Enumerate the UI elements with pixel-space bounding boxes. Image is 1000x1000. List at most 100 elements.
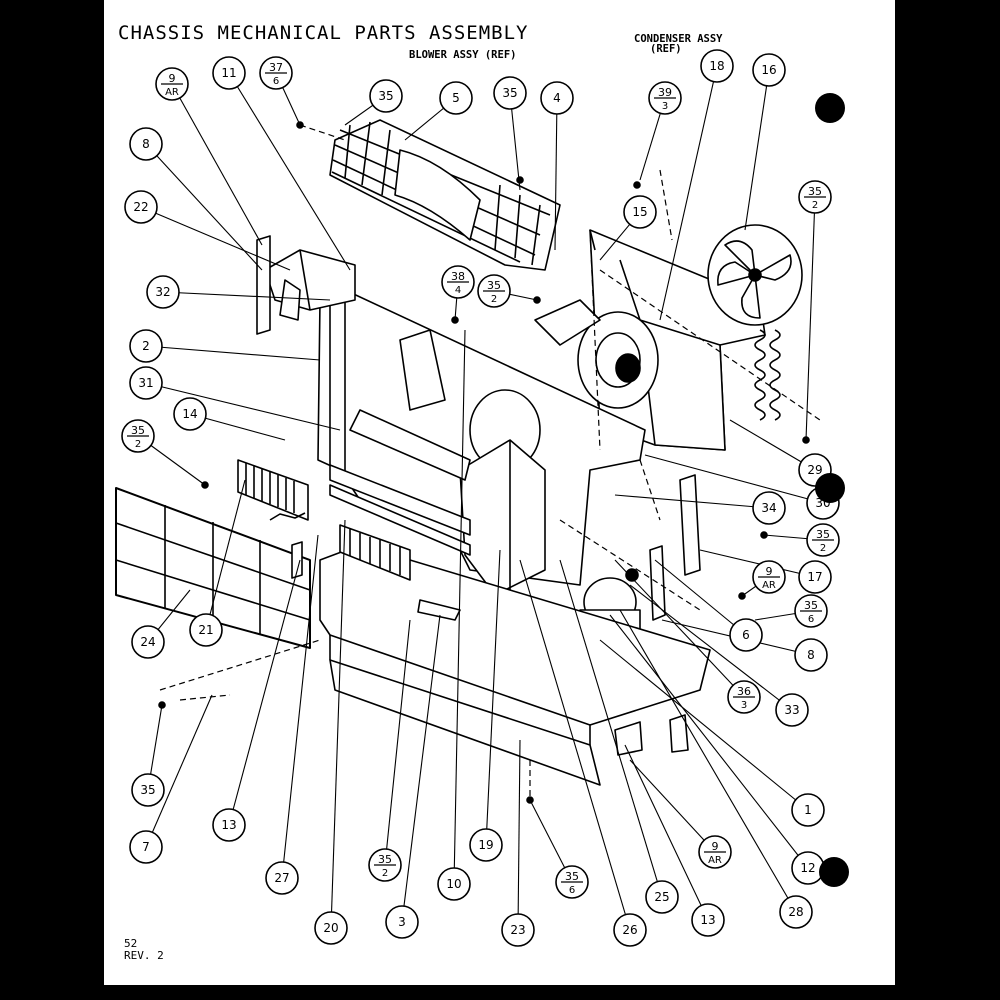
callout-number: 19: [478, 838, 493, 852]
callout-number: 6: [808, 614, 814, 625]
part-callout: 352: [477, 274, 511, 308]
leader-line: [140, 206, 291, 271]
part-callout: 24: [131, 625, 165, 659]
callout-number: 25: [654, 890, 669, 904]
callout-number: 8: [807, 648, 815, 662]
revision-label: REV. 2: [124, 949, 164, 962]
callout-circle: [437, 867, 471, 901]
part-callout: 8: [794, 638, 828, 672]
scan-border-right: [895, 0, 1000, 1000]
condenser-assembly-reference-suffix: (REF): [650, 43, 682, 55]
callout-circle: [173, 397, 207, 431]
scan-border-left: [0, 0, 104, 1000]
callout-circle: [691, 903, 725, 937]
side-bracket-left: [256, 235, 271, 335]
part-callout: 363: [727, 680, 761, 714]
part-callout: 9AR: [752, 560, 786, 594]
part-callout: 2: [129, 329, 163, 363]
leader-line: [401, 614, 441, 923]
callout-number: 3: [741, 700, 747, 711]
callout-number: AR: [708, 855, 722, 866]
callout-number: 29: [807, 463, 822, 477]
part-callout: 352: [798, 180, 832, 214]
part-callout: 31: [129, 366, 163, 400]
part-callout: 19: [469, 828, 503, 862]
part-callout: 23: [501, 913, 535, 947]
callout-number: 1: [804, 803, 812, 817]
leader-line: [614, 494, 770, 509]
leader-line: [228, 72, 351, 271]
callout-number: 14: [182, 407, 197, 421]
side-bracket-right: [649, 474, 701, 621]
leader-line: [145, 694, 213, 848]
callout-circle: [385, 905, 419, 939]
leader-line: [744, 69, 770, 231]
part-callout: 10: [437, 867, 471, 901]
condenser-fan: [707, 224, 803, 326]
callout-number: 35: [131, 424, 145, 437]
leader-line: [384, 619, 411, 866]
callout-circle: [212, 56, 246, 90]
part-callout: 9AR: [698, 835, 732, 869]
binder-hole-middle: [815, 473, 845, 503]
callout-number: 2: [135, 439, 141, 450]
callout-circle: [729, 618, 763, 652]
rear-bracket: [614, 714, 689, 756]
wiring-clip: [269, 512, 306, 579]
part-callout: 9AR: [155, 67, 189, 101]
callout-number: 2: [142, 339, 150, 353]
part-callout: 5: [439, 81, 473, 115]
callout-number: 26: [622, 923, 637, 937]
callout-number: 39: [658, 86, 672, 99]
leader-line: [609, 614, 809, 869]
callout-circle: [791, 793, 825, 827]
callout-number: 35: [565, 870, 579, 883]
callout-circle: [700, 49, 734, 83]
leader-line: [205, 479, 246, 631]
callout-circle: [501, 913, 535, 947]
callout-number: 35: [378, 853, 392, 866]
leader-line: [554, 97, 558, 251]
callout-number: AR: [762, 580, 776, 591]
callout-circle: [129, 830, 163, 864]
callout-number: 34: [761, 501, 776, 515]
leader-line: [629, 759, 716, 853]
part-callout: 352: [121, 419, 155, 453]
callout-circle: [129, 329, 163, 363]
part-callout: 18: [700, 49, 734, 83]
callout-number: 20: [323, 921, 338, 935]
part-callout: 35: [131, 773, 165, 807]
callout-number: AR: [165, 87, 179, 98]
callout-number: 17: [807, 570, 822, 584]
callout-number: 35: [378, 89, 393, 103]
blower-wheel: [329, 119, 561, 271]
callout-number: 9: [169, 72, 176, 85]
leader-line: [559, 559, 663, 898]
leader-line: [624, 744, 709, 921]
callout-circle: [613, 913, 647, 947]
callout-number: 3: [662, 101, 668, 112]
part-callout: 16: [752, 53, 786, 87]
part-callout: 356: [555, 865, 589, 899]
part-callout: 35: [369, 79, 403, 113]
part-callout: 7: [129, 830, 163, 864]
leader-line: [659, 65, 718, 321]
part-callout: 32: [146, 275, 180, 309]
part-callout: 35: [493, 76, 527, 110]
callout-circle: [265, 861, 299, 895]
leader-line: [145, 382, 341, 431]
callout-number: 35: [816, 528, 830, 541]
callout-number: 4: [553, 91, 561, 105]
callout-circle: [752, 53, 786, 87]
callout-number: 12: [800, 861, 815, 875]
binder-hole-top: [815, 93, 845, 123]
part-callout: 352: [368, 848, 402, 882]
part-callout: 21: [189, 613, 223, 647]
callout-number: 6: [273, 76, 279, 87]
callout-circle: [314, 911, 348, 945]
callout-number: 24: [140, 635, 155, 649]
leader-line: [517, 739, 521, 931]
blower-assembly-reference: BLOWER ASSY (REF): [409, 49, 517, 61]
callout-number: 35: [808, 185, 822, 198]
